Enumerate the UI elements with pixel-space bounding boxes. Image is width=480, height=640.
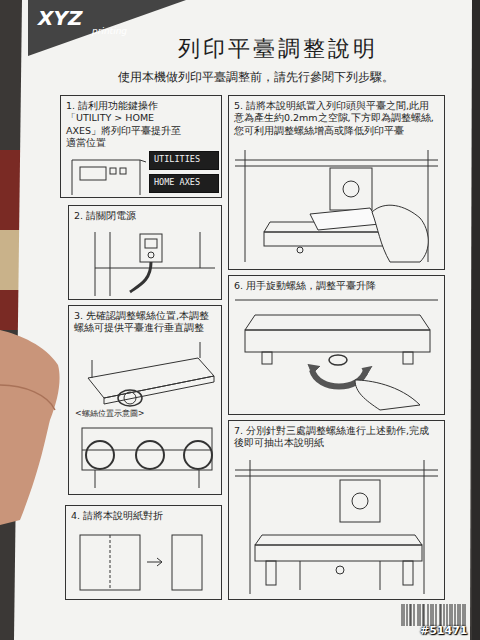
step-text: 6. 用手旋動螺絲，調整平臺升降 bbox=[229, 276, 444, 296]
lcd-menu-item: HOME AXES bbox=[149, 174, 219, 193]
illustration-polygon bbox=[88, 358, 214, 398]
illustration-rect bbox=[403, 352, 413, 364]
illustration-polygon bbox=[104, 376, 214, 404]
step-panel: 1. 請利用功能鍵操作「UTILITY > HOME AXES」將列印平臺提升至… bbox=[60, 95, 222, 198]
logo-band bbox=[28, 0, 186, 56]
illustration-polygon bbox=[255, 535, 422, 545]
illustration-rect bbox=[255, 545, 422, 561]
illustration-circle bbox=[343, 181, 359, 197]
illustration-rect bbox=[110, 168, 116, 174]
illustration-path bbox=[362, 366, 372, 376]
illustration-path bbox=[235, 470, 438, 476]
illustration-line bbox=[140, 160, 146, 162]
step-text: 1. 請利用功能鍵操作「UTILITY > HOME AXES」將列印平臺提升至… bbox=[61, 96, 191, 153]
illustration-rect bbox=[330, 168, 372, 210]
illustration-rect bbox=[80, 535, 140, 590]
illustration-path bbox=[147, 558, 162, 566]
illustration-line bbox=[110, 535, 111, 590]
illustration-polygon bbox=[28, 0, 186, 56]
step7-illustration bbox=[235, 460, 438, 594]
illustration-circle bbox=[336, 566, 344, 574]
illustration-path bbox=[372, 205, 428, 262]
step-panel: 6. 用手旋動螺絲，調整平臺升降 bbox=[228, 275, 445, 415]
illustration-path bbox=[245, 150, 428, 262]
illustration-polygon bbox=[245, 315, 430, 330]
paper-sheet bbox=[14, 0, 472, 640]
step2-illustration bbox=[95, 232, 215, 296]
illustration-rect bbox=[140, 234, 162, 262]
step-panel: 3. 先確認調整螺絲位置,本調整螺絲可提供平臺進行垂直調整 bbox=[68, 305, 222, 495]
step-panel: 2. 請關閉電源 bbox=[68, 205, 222, 300]
illustration-circle bbox=[148, 252, 154, 258]
step-text: 3. 先確認調整螺絲位置,本調整螺絲可提供平臺進行垂直調整 bbox=[69, 306, 221, 339]
illustration-path bbox=[250, 460, 424, 594]
illustration-path bbox=[0, 330, 60, 525]
illustration-circle bbox=[86, 441, 114, 469]
logo-text: XYZ bbox=[38, 6, 82, 30]
step1-illustration bbox=[72, 160, 146, 195]
illustration-circle bbox=[297, 247, 303, 253]
logo-text: printing bbox=[92, 26, 127, 36]
illustration-rect bbox=[340, 480, 380, 522]
illustration-path bbox=[308, 364, 320, 374]
illustration-circle bbox=[124, 392, 136, 404]
lcd-text: UTILITIES bbox=[150, 152, 218, 168]
illustration-path bbox=[0, 385, 55, 410]
step-text: 2. 請關閉電源 bbox=[69, 206, 221, 226]
step-text: 7. 分別針對三處調整螺絲進行上述動作,完成後即可抽出本說明紙 bbox=[229, 421, 444, 454]
illustration-rect bbox=[82, 428, 212, 470]
illustration-rect bbox=[472, 0, 480, 640]
illustration-path bbox=[72, 160, 140, 195]
illustration-path bbox=[355, 380, 420, 410]
illustration-rect bbox=[80, 167, 106, 180]
step-panel: 4. 請將本說明紙對折 bbox=[65, 505, 222, 600]
hand bbox=[0, 330, 60, 525]
step5-illustration bbox=[235, 150, 438, 262]
illustration-path bbox=[92, 342, 200, 378]
step6-illustration bbox=[235, 300, 438, 410]
illustration-rect bbox=[266, 561, 276, 585]
illustration-rect bbox=[172, 535, 202, 590]
illustration-circle bbox=[136, 441, 164, 469]
illustration-path bbox=[130, 262, 151, 292]
illustration-circle bbox=[352, 493, 368, 509]
illustration-rect bbox=[145, 239, 157, 248]
illustration-path bbox=[300, 561, 380, 590]
lcd-menu-item: UTILITIES bbox=[149, 151, 219, 170]
illustration-path bbox=[235, 300, 438, 301]
illustration-rect bbox=[403, 561, 413, 585]
step-text: 4. 請將本說明紙對折 bbox=[66, 506, 221, 526]
illustration-circle bbox=[184, 441, 212, 469]
illustration-ellipse bbox=[118, 390, 142, 406]
step-text: 5. 請將本說明紙置入列印頭與平臺之間,此用意為產生約0.2mm之空隙,下方即為… bbox=[229, 96, 444, 141]
barcode bbox=[402, 604, 465, 626]
lcd-text: HOME AXES bbox=[150, 175, 218, 191]
illustration-path bbox=[95, 232, 215, 296]
illustration-rect bbox=[245, 330, 430, 352]
figure-caption: <螺絲位置示意圖> bbox=[74, 408, 145, 419]
illustration-path bbox=[402, 604, 465, 626]
illustration-rect bbox=[120, 168, 126, 174]
illustration-polygon bbox=[310, 208, 380, 230]
illustration-path bbox=[235, 160, 438, 166]
illustration-rect bbox=[262, 352, 272, 364]
watermark: #51471 bbox=[420, 624, 468, 637]
illustration-path bbox=[200, 232, 201, 268]
step-panel: 7. 分別針對三處調整螺絲進行上述動作,完成後即可抽出本說明紙 bbox=[228, 420, 445, 600]
illustration-polygon bbox=[14, 0, 472, 640]
page-title: 列印平臺調整說明 bbox=[178, 34, 378, 64]
illustration-ellipse bbox=[329, 355, 347, 365]
step4-illustration bbox=[80, 535, 202, 590]
subtitle: 使用本機做列印平臺調整前，請先行參閱下列步驟。 bbox=[118, 70, 394, 85]
step-panel: 5. 請將本說明紙置入列印頭與平臺之間,此用意為產生約0.2mm之空隙,下方即為… bbox=[228, 95, 445, 270]
